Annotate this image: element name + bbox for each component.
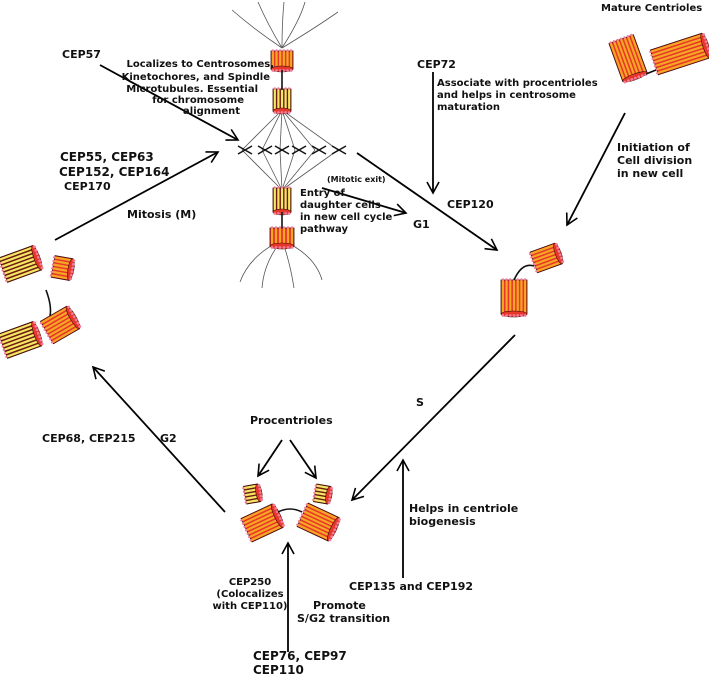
- arrow-cep57-to-kinetochores: [99, 64, 240, 141]
- svg-text:CEP152, CEP164: CEP152, CEP164: [59, 165, 169, 179]
- arrow-mitosis-to-spindle: [54, 151, 220, 241]
- svg-text:CEP110: CEP110: [253, 663, 304, 676]
- s-phase-label: S: [416, 396, 424, 409]
- svg-text:maturation: maturation: [437, 102, 500, 113]
- mature-centriole-a: [608, 33, 648, 84]
- promote-description: Promote S/G2 transition: [297, 599, 390, 625]
- svg-text:Initiation of: Initiation of: [617, 141, 690, 154]
- mitotic-exit-label: (Mitotic exit): [327, 175, 386, 184]
- svg-text:for chromosome: for chromosome: [152, 95, 244, 106]
- mature-centriole-b: [649, 32, 709, 76]
- arrow-mitotic-exit: [321, 187, 408, 217]
- g2-centriole-b: [49, 255, 76, 281]
- svg-text:Associate with procentrioles: Associate with procentrioles: [437, 78, 598, 89]
- svg-text:Kinetochores, and Spindle: Kinetochores, and Spindle: [122, 72, 271, 83]
- svg-text:CEP55, CEP63: CEP55, CEP63: [60, 150, 154, 164]
- svg-text:biogenesis: biogenesis: [409, 515, 476, 528]
- lower-pole-centriole-a: [272, 186, 292, 216]
- spindle-pole-centriole-b: [272, 87, 292, 115]
- arrow-procentriole-left: [257, 439, 283, 478]
- mitosis-label: Mitosis (M): [127, 208, 196, 221]
- g2-label: G2: [160, 432, 177, 445]
- biogenesis-description: Helps in centriole biogenesis: [409, 502, 518, 528]
- svg-text:and helps in centrosome: and helps in centrosome: [437, 90, 576, 101]
- svg-text:Helps in centriole: Helps in centriole: [409, 502, 518, 515]
- arrow-spindle-to-g1: [356, 152, 499, 251]
- procentriole-large-right: [296, 502, 341, 542]
- procentriole-small-right: [312, 483, 334, 505]
- procentrioles-label: Procentrioles: [250, 414, 333, 427]
- svg-text:(Colocalizes: (Colocalizes: [216, 589, 283, 600]
- svg-text:S/G2 transition: S/G2 transition: [297, 612, 390, 625]
- svg-text:with CEP110): with CEP110): [213, 601, 288, 612]
- g2-centriole-a: [0, 245, 44, 283]
- g2-centriole-d: [39, 305, 82, 345]
- g1-centriole-a: [528, 242, 565, 274]
- svg-text:Cell division: Cell division: [617, 154, 692, 167]
- svg-text:Promote: Promote: [313, 599, 366, 612]
- metaphase-chromosomes: [237, 145, 347, 155]
- svg-text:alignment: alignment: [183, 106, 240, 117]
- arrow-procentriole-right: [289, 439, 317, 480]
- svg-text:Localizes to Centrosomes,: Localizes to Centrosomes,: [126, 59, 274, 70]
- procentriole-small-left: [242, 483, 264, 505]
- procentriole-large-left: [240, 503, 285, 543]
- cep76-proteins: CEP76, CEP97 CEP110: [253, 649, 347, 676]
- cep120-label: CEP120: [447, 198, 494, 211]
- mature-centrioles-label: Mature Centrioles: [601, 3, 702, 14]
- cep135-cep192-label: CEP135 and CEP192: [349, 580, 473, 593]
- svg-text:CEP250: CEP250: [229, 577, 271, 588]
- svg-text:Entry of: Entry of: [300, 188, 346, 199]
- associate-description: Associate with procentrioles and helps i…: [437, 78, 598, 113]
- entry-description: Entry of daughter cells in new cell cycl…: [300, 188, 392, 235]
- svg-text:in new cell cycle: in new cell cycle: [300, 212, 392, 223]
- arrow-s-phase: [350, 334, 516, 502]
- svg-text:pathway: pathway: [300, 224, 348, 235]
- centriole-illustrations: [0, 32, 709, 543]
- svg-text:CEP76, CEP97: CEP76, CEP97: [253, 649, 347, 663]
- mitotic-proteins: CEP55, CEP63 CEP152, CEP164: [59, 150, 169, 179]
- localizes-description: Localizes to Centrosomes, Kinetochores, …: [122, 59, 274, 117]
- cep250-description: CEP250 (Colocalizes with CEP110): [213, 577, 288, 612]
- initiation-description: Initiation of Cell division in new cell: [617, 141, 692, 180]
- cep72-label: CEP72: [417, 58, 456, 71]
- g1-centriole-b: [500, 278, 528, 318]
- cep68-cep215-label: CEP68, CEP215: [42, 432, 136, 445]
- svg-text:Microtubules. Essential: Microtubules. Essential: [126, 84, 258, 95]
- spindle-pole-centriole-a: [270, 49, 294, 73]
- svg-text:daughter cells: daughter cells: [300, 200, 381, 211]
- g1-label: G1: [413, 218, 430, 231]
- lower-pole-centriole-b: [269, 226, 295, 250]
- svg-text:in new cell: in new cell: [617, 167, 683, 180]
- arrows: [54, 64, 626, 652]
- arrow-g2: [91, 365, 226, 513]
- cep170-label: CEP170: [64, 180, 111, 193]
- g2-centriole-c: [0, 321, 44, 359]
- cep57-label: CEP57: [62, 48, 101, 61]
- arrow-mature-to-new-cell: [565, 112, 626, 227]
